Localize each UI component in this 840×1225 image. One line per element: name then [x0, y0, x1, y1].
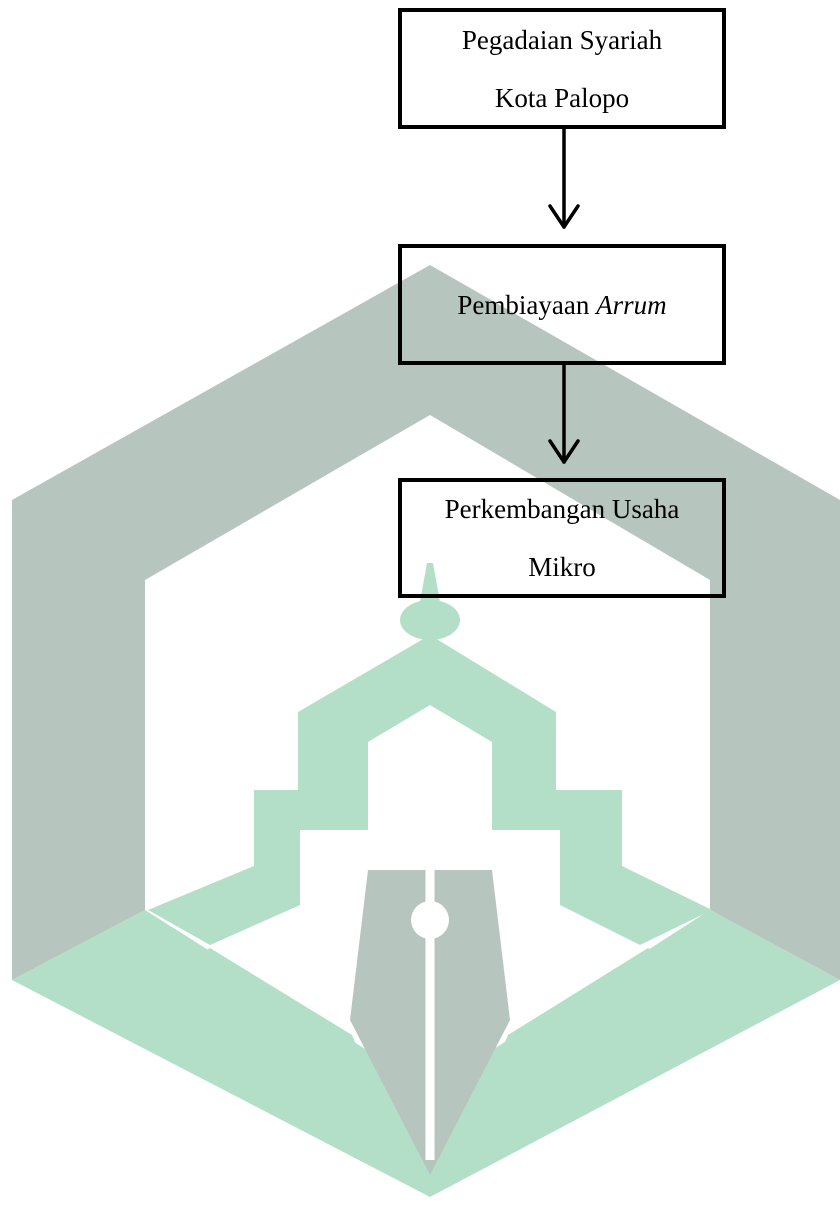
watermark-green-dome: [400, 600, 460, 640]
node-pegadaian-line-1: Pegadaian Syariah: [461, 24, 663, 55]
watermark-green-wing-left: [168, 948, 380, 1100]
watermark-green-spire: [420, 563, 440, 602]
node-pembiayaan-arrum: Pembiayaan Arrum: [398, 244, 726, 365]
node-perkembangan-line-1: Perkembangan Usaha: [444, 494, 680, 524]
node-pegadaian-syariah: Pegadaian Syariah Kota Palopo: [398, 8, 726, 129]
arrow-2: [548, 363, 580, 464]
node-pembiayaan-italic: Arrum: [596, 289, 667, 320]
watermark-green-wing-right: [480, 948, 688, 1100]
arrow-1: [548, 127, 580, 229]
node-pembiayaan-line: Pembiayaan Arrum: [457, 276, 666, 334]
node-pegadaian-line-2: Kota Palopo: [494, 82, 630, 113]
watermark-gray-frame: [12, 265, 840, 980]
node-pembiayaan-text: Pembiayaan: [457, 289, 597, 320]
watermark-pen-hole: [411, 901, 449, 939]
node-perkembangan-usaha-mikro: Perkembangan Usaha Mikro: [398, 478, 726, 598]
watermark-green-mosque: [148, 635, 712, 945]
node-perkembangan-line-2: Mikro: [528, 552, 596, 582]
